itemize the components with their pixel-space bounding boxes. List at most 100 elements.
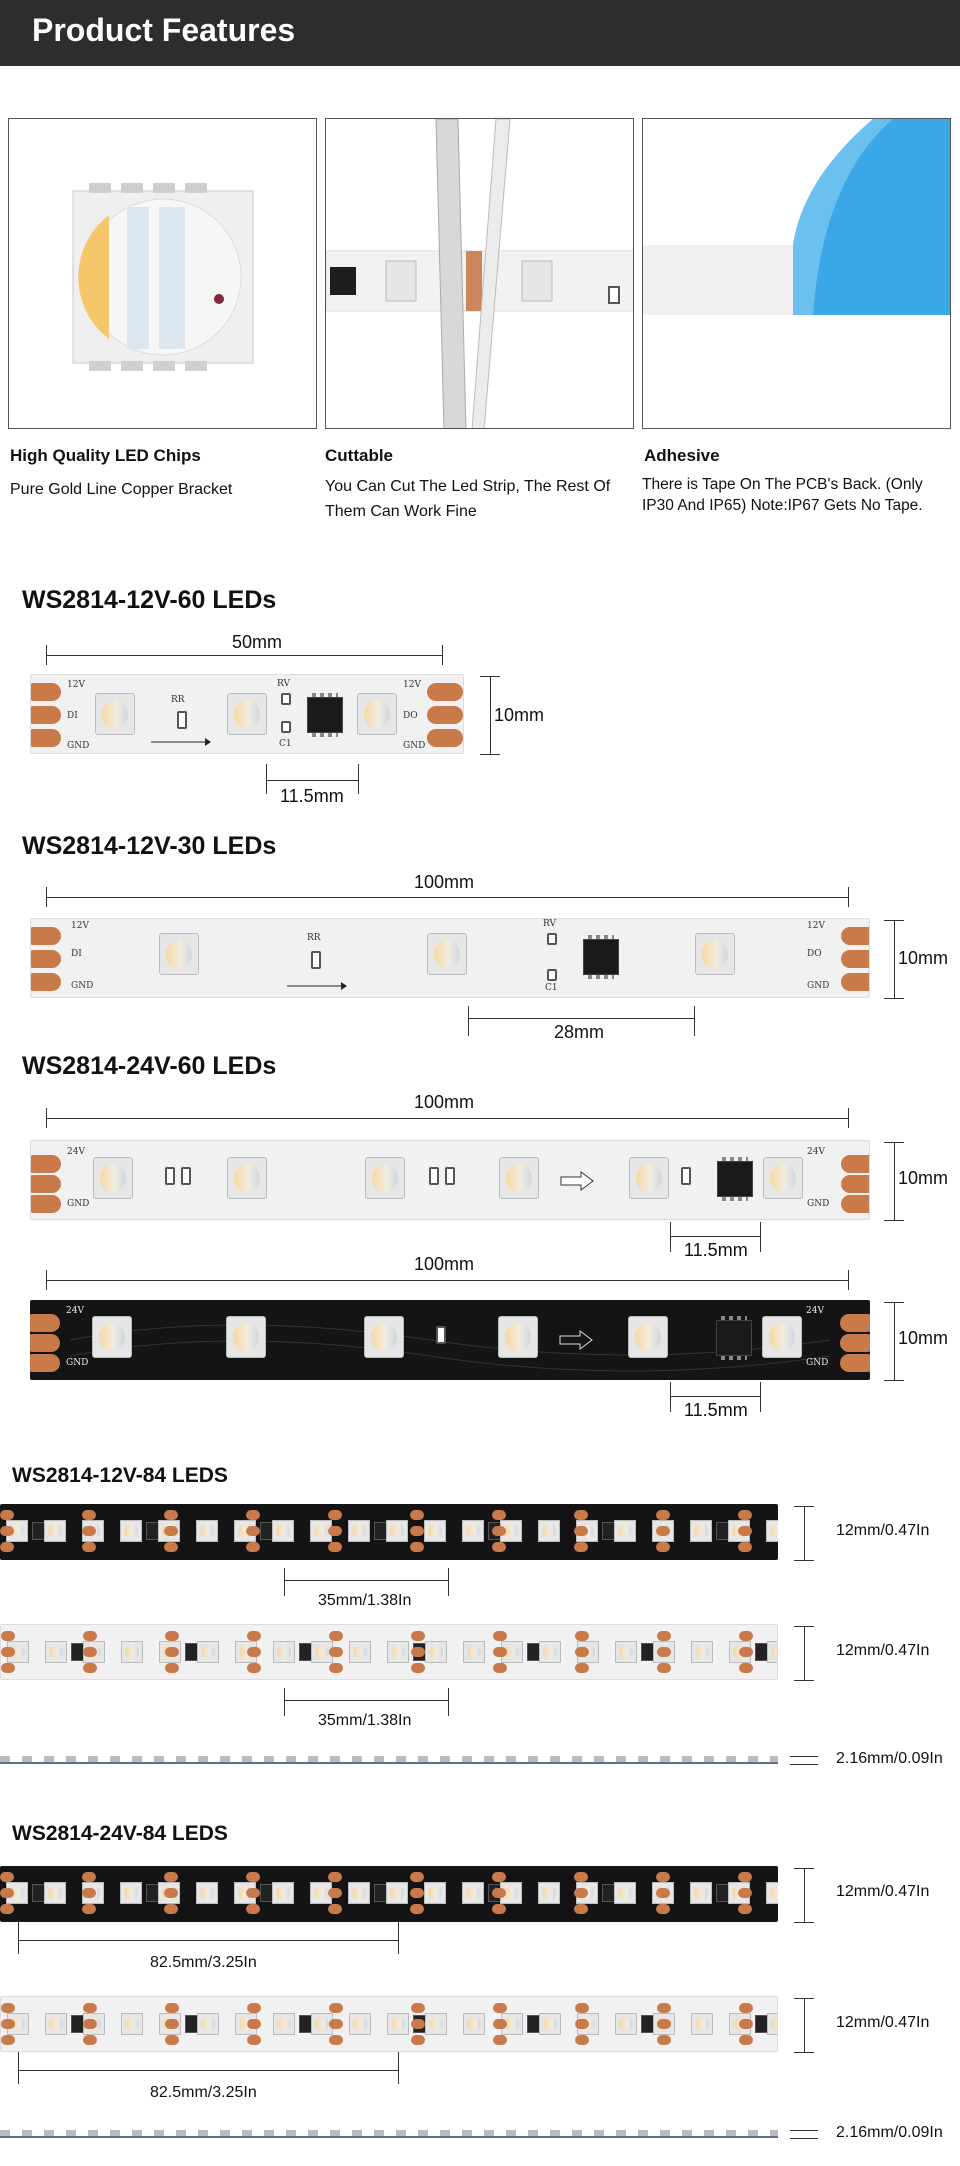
solder-pad: [492, 1904, 506, 1914]
solder-pad: [574, 1904, 588, 1914]
solder-pad: [410, 1526, 424, 1536]
solder-pad: [739, 2035, 753, 2045]
solder-pad: [1, 1647, 15, 1657]
solder-pad: [657, 1631, 671, 1641]
led-chip: [121, 2013, 143, 2035]
solder-pad: [82, 1904, 96, 1914]
section-title-24v-84: WS2814-24V-84 LEDS: [12, 1822, 228, 1845]
led-chip: [614, 1520, 636, 1542]
strip-24v-60-black: 24V GND 24V GND: [30, 1300, 870, 1380]
solder-pad: [656, 1526, 670, 1536]
solder-pad: [164, 1872, 178, 1882]
solder-pad: [410, 1888, 424, 1898]
solder-pad: [656, 1872, 670, 1882]
solder-pad: [247, 1647, 261, 1657]
led-chip: [196, 1882, 218, 1904]
solder-pad: [493, 1647, 507, 1657]
adhesive-tape-illustration: [643, 119, 950, 315]
solder-pad: [328, 1542, 342, 1552]
feature-title-cuttable: Cuttable: [325, 446, 393, 465]
led-chip: [387, 1641, 409, 1663]
solder-pad: [575, 2035, 589, 2045]
led-chip: [463, 1641, 485, 1663]
led-chip: [691, 1641, 713, 1663]
led-chip: [500, 1520, 522, 1542]
led-chip: [615, 1641, 637, 1663]
strip-12v-84-black: [0, 1504, 778, 1560]
led-chip: [7, 1641, 29, 1663]
solder-pad: [0, 1510, 14, 1520]
solder-pad: [657, 2019, 671, 2029]
solder-pad: [328, 1888, 342, 1898]
solder-pad: [165, 2003, 179, 2013]
solder-pad: [493, 2019, 507, 2029]
solder-pad: [411, 2035, 425, 2045]
solder-pad: [165, 1647, 179, 1657]
solder-pad: [165, 2035, 179, 2045]
solder-pad: [329, 2003, 343, 2013]
led-chip: [766, 1882, 778, 1904]
solder-pad: [1, 1631, 15, 1641]
led-chip: [272, 1520, 294, 1542]
led-chip: [348, 1882, 370, 1904]
strip-24v-60-white: 24V GND 24V GND: [30, 1140, 870, 1220]
solder-pad: [492, 1526, 506, 1536]
adhesive-image: [642, 118, 951, 429]
led-chip: [44, 1882, 66, 1904]
solder-pad: [574, 1542, 588, 1552]
solder-pad: [657, 1647, 671, 1657]
width-label-white: 12mm/0.47In: [836, 2014, 930, 2031]
led-chip: [767, 2013, 777, 2035]
led-chip: [387, 2013, 409, 2035]
direction-arrow-icon: [559, 1330, 593, 1350]
feature-title-led-chips: High Quality LED Chips: [10, 446, 201, 465]
led-chip: [690, 1520, 712, 1542]
pitch-label: 82.5mm/3.25In: [150, 1954, 257, 1971]
led-chip: [6, 1520, 28, 1542]
page-header: Product Features: [0, 0, 960, 66]
solder-pad: [164, 1526, 178, 1536]
led-chip: [766, 1520, 778, 1542]
solder-pad: [738, 1872, 752, 1882]
solder-pad: [411, 1663, 425, 1673]
strip-12v-84-white: [0, 1624, 778, 1680]
led-chip: [538, 1882, 560, 1904]
led-chip-illustration: [72, 183, 254, 371]
solder-pad: [411, 1631, 425, 1641]
thickness-label: 2.16mm/0.09In: [836, 2124, 943, 2141]
solder-pad: [575, 2019, 589, 2029]
led-chip: [538, 1520, 560, 1542]
solder-pad: [246, 1904, 260, 1914]
solder-pad: [657, 1663, 671, 1673]
cuttable-image: [325, 118, 634, 429]
solder-pad: [83, 1647, 97, 1657]
direction-arrow-icon: [560, 1171, 594, 1191]
led-chip: [197, 2013, 219, 2035]
solder-pad: [83, 2003, 97, 2013]
solder-pad: [165, 1663, 179, 1673]
width-label-white: 12mm/0.47In: [836, 1642, 930, 1659]
feature-desc-cuttable: You Can Cut The Led Strip, The Rest Of T…: [325, 478, 611, 520]
solder-pad: [246, 1510, 260, 1520]
solder-pad: [246, 1888, 260, 1898]
width-label: 10mm: [494, 705, 545, 725]
solder-pad: [411, 1647, 425, 1657]
led-chip: [424, 1520, 446, 1542]
solder-pad: [0, 1904, 14, 1914]
solder-pad: [82, 1526, 96, 1536]
led-chip: [348, 1520, 370, 1542]
solder-pad: [575, 2003, 589, 2013]
led-chip: [310, 1882, 332, 1904]
solder-pad: [83, 1631, 97, 1641]
solder-pad: [0, 1888, 14, 1898]
strip-12v-60: 12V DI GND RR RV C1 12V DO GND: [30, 674, 464, 754]
dimension-line-length: [46, 655, 442, 656]
strip-profile-side: [0, 1756, 778, 1764]
solder-pad: [329, 1631, 343, 1641]
solder-pad: [1, 1663, 15, 1673]
section-title-12v-84: WS2814-12V-84 LEDS: [12, 1464, 228, 1487]
solder-pad: [0, 1872, 14, 1882]
section-title-12v-60: WS2814-12V-60 LEDs: [22, 586, 277, 614]
solder-pad: [738, 1542, 752, 1552]
solder-pad: [83, 2035, 97, 2045]
